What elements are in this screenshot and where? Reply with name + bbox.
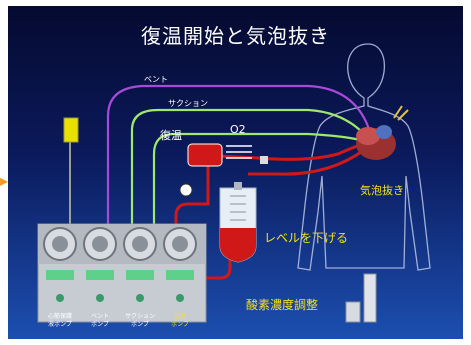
suction-line (130, 108, 367, 226)
rewarm-label: 復温 (160, 129, 182, 142)
diagram-title: 復温開始と気泡抜き (141, 24, 330, 48)
venous-reservoir (219, 182, 257, 263)
rewarm-line (152, 132, 361, 226)
heart-icon (356, 105, 409, 160)
left-arrow-icon: ▸ (0, 171, 9, 190)
heat-exchanger (187, 143, 223, 167)
o2-label: O2 (230, 123, 246, 136)
circuit-diagram: ベント サクション 復温 O2 気泡抜き レベルを下げる 酸素濃度調整 心筋保護… (37, 43, 431, 328)
lower-level-label: レベルを下げる (264, 231, 348, 245)
pressure-gauge (179, 183, 193, 197)
pump-console (37, 223, 207, 323)
pump-label-1-line1: 心筋保護 (48, 312, 72, 320)
pump-to-reservoir-line (204, 254, 232, 280)
diagram-frame: 復温開始と気泡抜き (8, 6, 463, 339)
pump-label-4-line1: 送血 (174, 312, 186, 320)
pump-label-3-line1: サクション (125, 313, 155, 320)
suction-label: サクション (168, 99, 208, 108)
oxygen-adjust-label: 酸素濃度調整 (246, 297, 318, 312)
pump-label-3-line2: ポンプ (131, 320, 149, 328)
bubble-removal-label: 気泡抜き (360, 183, 404, 197)
patient-silhouette (297, 43, 431, 271)
pump-label-2-line2: ポンプ (91, 320, 109, 328)
oxygen-blender (345, 273, 377, 323)
pump-label-2-line1: ベント (91, 313, 109, 320)
vent-label: ベント (144, 75, 168, 84)
cardioplegia-bag (63, 117, 79, 143)
oxygen-bubbles (226, 145, 268, 164)
vent-line (106, 84, 372, 226)
venous-line (248, 148, 365, 176)
pump-label-4-line2: ポンプ (171, 320, 189, 328)
pump-label-1-line2: 液ポンプ (48, 320, 72, 328)
